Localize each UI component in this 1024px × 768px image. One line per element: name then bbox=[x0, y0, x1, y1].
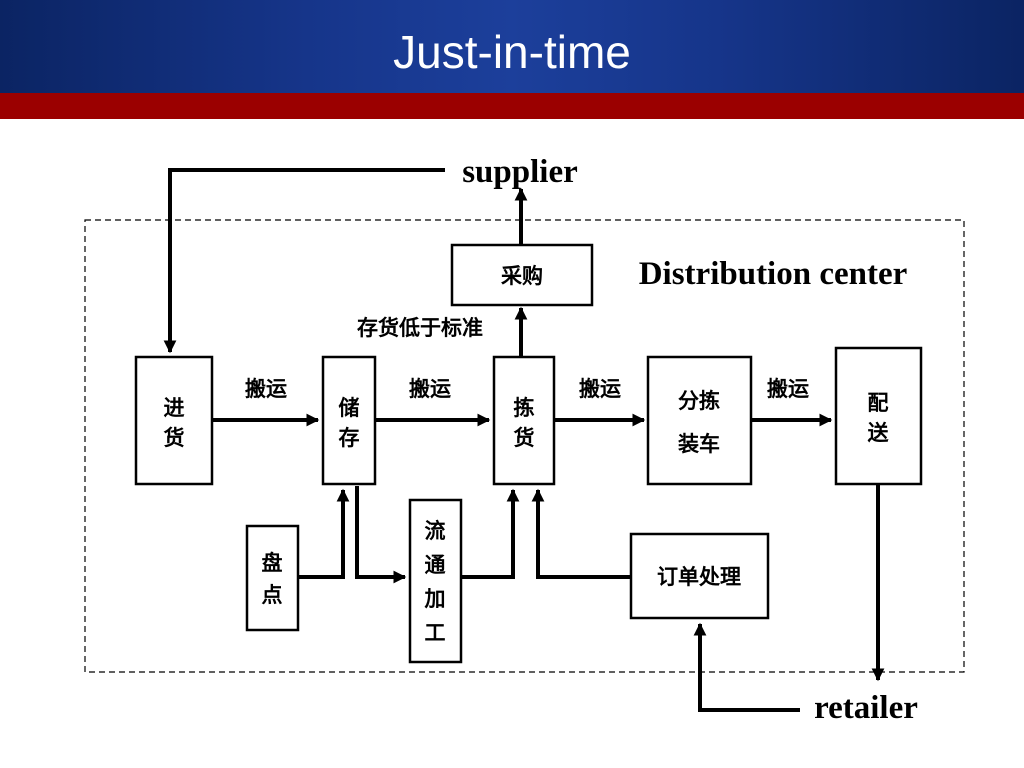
node-receiving-label-2: 货 bbox=[164, 426, 185, 450]
stock-below-standard-label: 存货低于标准 bbox=[357, 316, 483, 340]
node-storage-label-2: 存 bbox=[339, 426, 360, 450]
node-storage: 储 存 bbox=[321, 355, 377, 486]
node-stocktaking: 盘 点 bbox=[245, 524, 300, 632]
distribution-center-label: Distribution center bbox=[639, 256, 908, 292]
node-purchase: 采购 bbox=[450, 243, 594, 307]
retailer-label: retailer bbox=[814, 690, 918, 726]
node-stocktaking-label-1: 盘 bbox=[262, 551, 283, 575]
node-stocktaking-label-2: 点 bbox=[262, 583, 283, 607]
node-picking-label-2: 货 bbox=[514, 426, 535, 450]
node-processing-label-2: 通 bbox=[425, 553, 446, 577]
retailer-to-order-processing-arrow bbox=[693, 622, 800, 712]
supplier-label: supplier bbox=[462, 154, 578, 190]
node-sorting-loading-label-2: 装车 bbox=[678, 432, 720, 456]
node-processing-label-1: 流 bbox=[425, 519, 446, 543]
node-purchase-label: 采购 bbox=[501, 264, 543, 288]
order-processing-to-picking-arrow bbox=[531, 488, 630, 579]
node-processing-label-4: 工 bbox=[425, 621, 446, 645]
title-bar-accent-stripe bbox=[0, 93, 1024, 119]
carry-label-1: 搬运 bbox=[245, 377, 287, 401]
processing-to-picking-arrow bbox=[462, 488, 520, 579]
slide-title: Just-in-time bbox=[393, 26, 631, 78]
node-processing: 流 通 加 工 bbox=[408, 498, 463, 664]
node-receiving: 进 货 bbox=[134, 355, 214, 486]
node-picking-label-1: 拣 bbox=[514, 396, 535, 420]
title-bar bbox=[0, 0, 1024, 93]
node-storage-label-1: 储 bbox=[339, 396, 360, 420]
node-picking: 拣 货 bbox=[492, 355, 556, 486]
supplier-to-receiving-arrow bbox=[163, 168, 445, 354]
node-order-processing: 订单处理 bbox=[629, 532, 770, 620]
node-delivery-label-2: 送 bbox=[868, 421, 890, 445]
node-sorting-loading-label-1: 分拣 bbox=[678, 389, 720, 413]
stocktaking-to-storage-arrow bbox=[299, 488, 350, 579]
node-delivery: 配 送 bbox=[834, 346, 923, 486]
node-receiving-label-1: 进 bbox=[164, 396, 185, 420]
node-processing-label-3: 加 bbox=[424, 587, 446, 611]
storage-to-processing-arrow bbox=[355, 486, 407, 584]
node-sorting-loading: 分拣 装车 bbox=[646, 355, 753, 486]
distribution-center-boundary bbox=[84, 219, 965, 673]
node-order-processing-label: 订单处理 bbox=[657, 565, 741, 589]
node-delivery-label-1: 配 bbox=[868, 391, 889, 415]
carry-label-4: 搬运 bbox=[767, 377, 809, 401]
carry-label-3: 搬运 bbox=[579, 377, 621, 401]
carry-label-2: 搬运 bbox=[409, 377, 451, 401]
